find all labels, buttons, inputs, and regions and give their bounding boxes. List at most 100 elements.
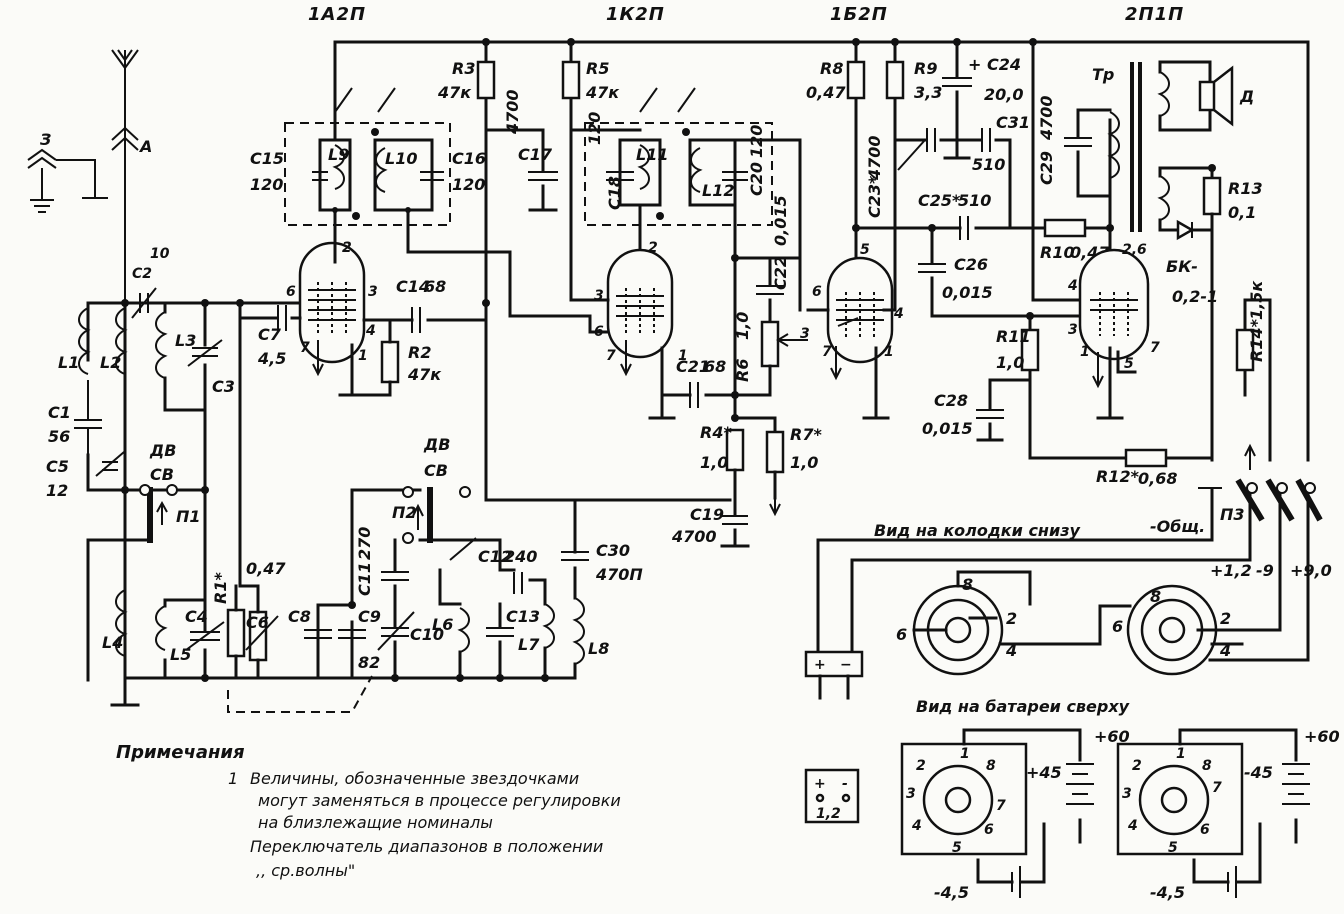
v1-pin-6: 6: [286, 284, 296, 300]
antenna-input: А З: [27, 49, 152, 300]
bat1-pin-1: 1: [960, 746, 970, 762]
bat2-pin-8: 8: [1202, 758, 1212, 774]
tube-v2: 3 6 2 7 1 C21 68: [569, 128, 738, 420]
label-L8: L8: [588, 639, 609, 658]
label-C19: C19: [690, 505, 724, 524]
value-C22: 0,015: [771, 195, 790, 246]
v1-pin-3: 3: [368, 284, 378, 300]
v3-pin-7: 7: [822, 344, 832, 360]
value-C11: 270: [355, 527, 374, 560]
value-C28: 0,015: [922, 419, 973, 438]
bat1-pin-3: 3: [906, 786, 916, 802]
bat2-pin-4: 4: [1127, 818, 1138, 834]
sock2-pin-8: 8: [1150, 587, 1161, 606]
value-BK: 0,2-1: [1172, 287, 1218, 306]
cell-voltage: 1,2: [816, 806, 841, 822]
label-R3: R3: [452, 59, 475, 78]
sock2-pin-6: 6: [1112, 617, 1123, 636]
cell-1-2v: + - 1,2: [804, 768, 860, 824]
bat2-pin-3: 3: [1122, 786, 1132, 802]
label-C13: C13: [506, 607, 540, 626]
label-SV-2: СВ: [424, 461, 448, 480]
value-C17: 4700: [503, 89, 522, 135]
battery-view-top: 1 2 3 4 5 6 7 8 +60 +45 -4,5 1 2 3 4 5 6…: [900, 727, 1340, 902]
label-R14: R14*: [1247, 318, 1266, 362]
input-circuit: L1 L2 C1 56 C5 12 C2 10 L3 C3 L4 L5: [46, 246, 332, 707]
label-v45a: +45: [1026, 763, 1062, 782]
label-C21: C21: [676, 357, 710, 376]
ground-label: З: [39, 130, 51, 149]
cell-minus: -: [842, 776, 848, 792]
value-C19: 4700: [671, 527, 717, 546]
view-top-title: Вид на батареи сверху: [916, 697, 1130, 716]
label-C9: C9: [358, 607, 381, 626]
label-C1: C1: [48, 403, 71, 422]
v3-pin-3: 3: [800, 326, 810, 342]
v3-pin-4: 4: [893, 306, 904, 322]
label-C31: C31: [996, 113, 1030, 132]
label-P2: П2: [392, 503, 417, 522]
label-C18: C18: [605, 176, 624, 210]
bat2-pin-5: 5: [1168, 840, 1178, 856]
v2-pin-2: 2: [648, 240, 658, 256]
tube-v3: R8 0,47 R9 3,3 + C24 20,0 C31 510 C23* 4…: [800, 40, 1112, 420]
notes-line-3: на близлежащие номиналы: [258, 813, 493, 832]
label-C6: C6: [246, 613, 269, 632]
label-L7: L7: [518, 635, 540, 654]
v1-v2-supply: R3 47к R5 47к C17 4700: [437, 40, 732, 502]
label-C24: + C24: [968, 55, 1021, 74]
notes-line-5: ,, ср.волны": [256, 861, 355, 880]
label-R4: R4*: [700, 423, 732, 442]
value-C31: 510: [972, 155, 1005, 174]
v2-pin-3: 3: [594, 288, 604, 304]
label-v90: +9,0: [1290, 561, 1332, 580]
label-L1: L1: [58, 353, 79, 372]
plug-plus: +: [814, 657, 826, 673]
label-C5: C5: [46, 457, 69, 476]
label-C22: C22: [771, 256, 790, 290]
v1-pin-1: 1: [358, 348, 368, 364]
label-v60a: +60: [1094, 727, 1130, 746]
v1-pin-4: 4: [365, 323, 376, 339]
v4-pin-3: 3: [1068, 322, 1078, 338]
value-C16: 120: [452, 175, 485, 194]
value-R14: 1,5к: [1247, 280, 1266, 320]
cell-plus: +: [814, 776, 826, 792]
label-C3: C3: [212, 377, 235, 396]
value-R7: 1,0: [790, 453, 818, 472]
value-C24: 20,0: [984, 85, 1023, 104]
label-R11: R11: [996, 327, 1031, 346]
label-C17: C17: [518, 145, 553, 164]
value-C30: 470П: [595, 565, 643, 584]
label-L2: L2: [100, 353, 121, 372]
power-switch: П3 -Общ. +1,2 -9 +9,0 + −: [804, 443, 1332, 700]
v4-pin-4: 4: [1067, 278, 1078, 294]
label-R12: R12*: [1096, 467, 1140, 486]
sock2-pin-4: 4: [1219, 641, 1231, 660]
value-C25: 510: [958, 191, 991, 210]
label-C16: C16: [452, 149, 486, 168]
v2-pin-7: 7: [606, 348, 616, 364]
value-R1: 0,47: [246, 559, 286, 578]
v1-pin-2: 2: [342, 240, 352, 256]
value-C21: 68: [704, 357, 726, 376]
notes-line-1: Величины, обозначенные звездочками: [250, 769, 579, 788]
tube-title-v2: 1К2П: [606, 4, 665, 25]
bat1-pin-4: 4: [911, 818, 922, 834]
label-v45b: -45: [1244, 763, 1273, 782]
label-R13: R13: [1228, 179, 1263, 198]
label-v9: -9: [1256, 561, 1274, 580]
label-C4: C4: [185, 607, 208, 626]
tube-title-v1: 1А2П: [308, 4, 366, 25]
value-C20: 120: [747, 125, 766, 158]
notes-block: Примечания 1 Величины, обозначенные звез…: [116, 742, 621, 880]
label-L9: L9: [328, 145, 349, 164]
value-R11: 1,0: [996, 353, 1024, 372]
v3-pin-5: 5: [860, 242, 870, 258]
v4-pin-1: 1: [1080, 344, 1090, 360]
v2-pin-1: 1: [678, 348, 688, 364]
value-C1: 56: [48, 427, 70, 446]
antenna-label: А: [138, 137, 152, 156]
